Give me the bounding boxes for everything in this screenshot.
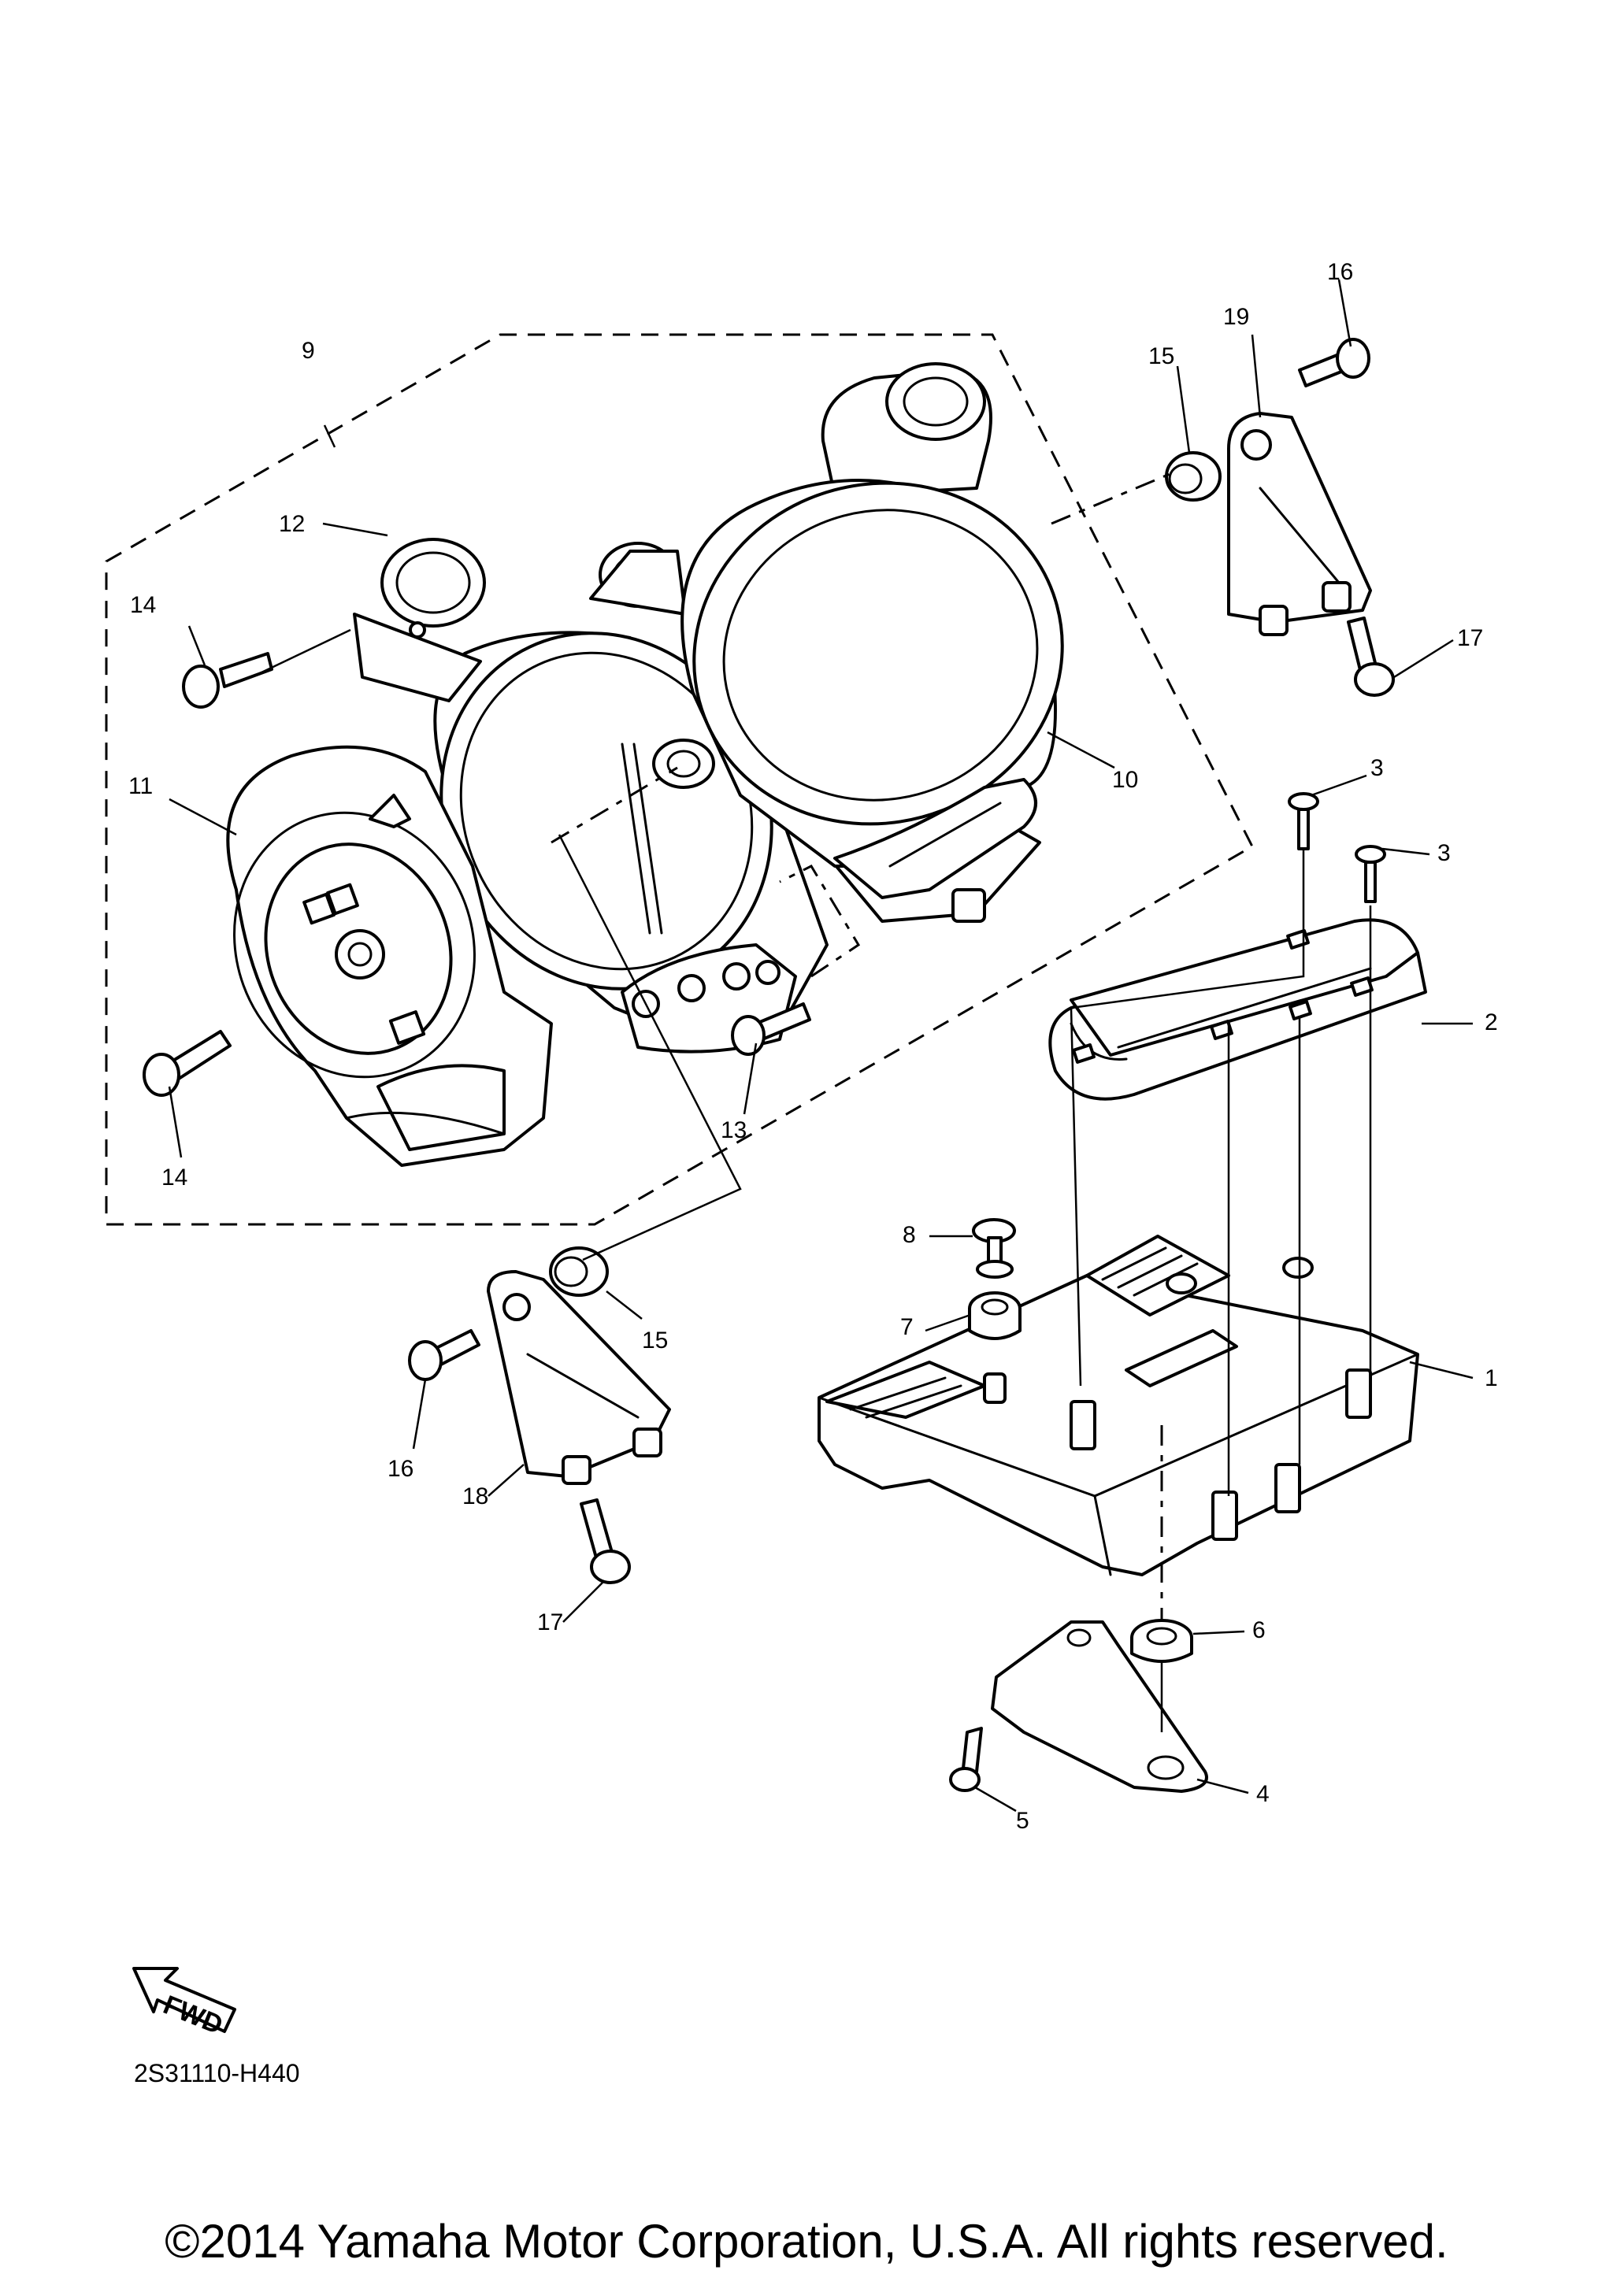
callout-14-lower: 14 bbox=[161, 1165, 187, 1191]
bolt-5 bbox=[949, 1727, 983, 1792]
callout-10: 10 bbox=[1112, 767, 1138, 793]
callout-1: 1 bbox=[1485, 1365, 1498, 1391]
callout-16-upper: 16 bbox=[1327, 259, 1353, 285]
grommet-15-upper bbox=[1165, 451, 1222, 502]
callout-3-left: 3 bbox=[1370, 755, 1384, 781]
callout-12: 12 bbox=[279, 511, 305, 537]
meter-clamp bbox=[353, 613, 482, 702]
callout-15-upper: 15 bbox=[1148, 343, 1174, 369]
speedometer-face bbox=[692, 481, 1064, 826]
callout-6: 6 bbox=[1252, 1617, 1266, 1643]
back-cover-socket bbox=[335, 929, 385, 980]
screw-3-right bbox=[1355, 845, 1386, 903]
alignment-line bbox=[551, 766, 678, 844]
screw-14-lower bbox=[143, 1030, 232, 1097]
grommet-6 bbox=[1130, 1619, 1193, 1663]
speedometer-mount-boss bbox=[652, 739, 715, 789]
callout-19: 19 bbox=[1223, 304, 1249, 330]
bolt-16-lower bbox=[408, 1329, 480, 1381]
callout-4: 4 bbox=[1256, 1781, 1270, 1807]
callout-9: 9 bbox=[302, 338, 315, 364]
tachometer-needle bbox=[621, 742, 651, 935]
callout-18: 18 bbox=[462, 1483, 488, 1509]
fwd-arrow-icon: FWD bbox=[132, 1967, 236, 2040]
callout-17-lower: 17 bbox=[537, 1609, 563, 1635]
callout-17-upper: 17 bbox=[1457, 625, 1483, 651]
meter-cover bbox=[1048, 918, 1427, 1101]
screw-14-upper bbox=[182, 652, 273, 709]
copyright-notice: ©2014 Yamaha Motor Corporation, U.S.A. A… bbox=[165, 2215, 1448, 2268]
diagram-code: 2S31110-H440 bbox=[134, 2059, 300, 2087]
callout-15-lower: 15 bbox=[642, 1328, 668, 1354]
bracket-18 bbox=[487, 1270, 671, 1485]
screw-8 bbox=[972, 1218, 1016, 1279]
meter-pipe-end bbox=[885, 362, 986, 441]
bracket-19 bbox=[1227, 412, 1372, 636]
bolt-16-upper bbox=[1298, 338, 1370, 387]
callout-7: 7 bbox=[900, 1314, 914, 1340]
bolt-17-lower bbox=[580, 1498, 631, 1584]
grommet-15-lower bbox=[549, 1246, 609, 1297]
callout-11: 11 bbox=[128, 773, 153, 799]
assembly-boundary bbox=[105, 333, 1254, 1226]
callout-2: 2 bbox=[1485, 1009, 1498, 1035]
callout-8: 8 bbox=[903, 1222, 916, 1248]
callout-14-upper: 14 bbox=[130, 592, 156, 618]
meter-assembly bbox=[226, 362, 1064, 1167]
callout-3-right: 3 bbox=[1437, 840, 1451, 866]
callout-5: 5 bbox=[1016, 1808, 1029, 1834]
grommet-7 bbox=[968, 1291, 1022, 1340]
bolt-17-upper bbox=[1347, 617, 1395, 697]
callout-16-lower: 16 bbox=[387, 1456, 413, 1482]
screw-3-left bbox=[1288, 792, 1319, 850]
alignment-line bbox=[779, 865, 861, 978]
meter-base bbox=[818, 1235, 1419, 1576]
bracket-4 bbox=[991, 1620, 1208, 1793]
alignment-line bbox=[1051, 471, 1174, 525]
callout-13: 13 bbox=[721, 1117, 747, 1143]
